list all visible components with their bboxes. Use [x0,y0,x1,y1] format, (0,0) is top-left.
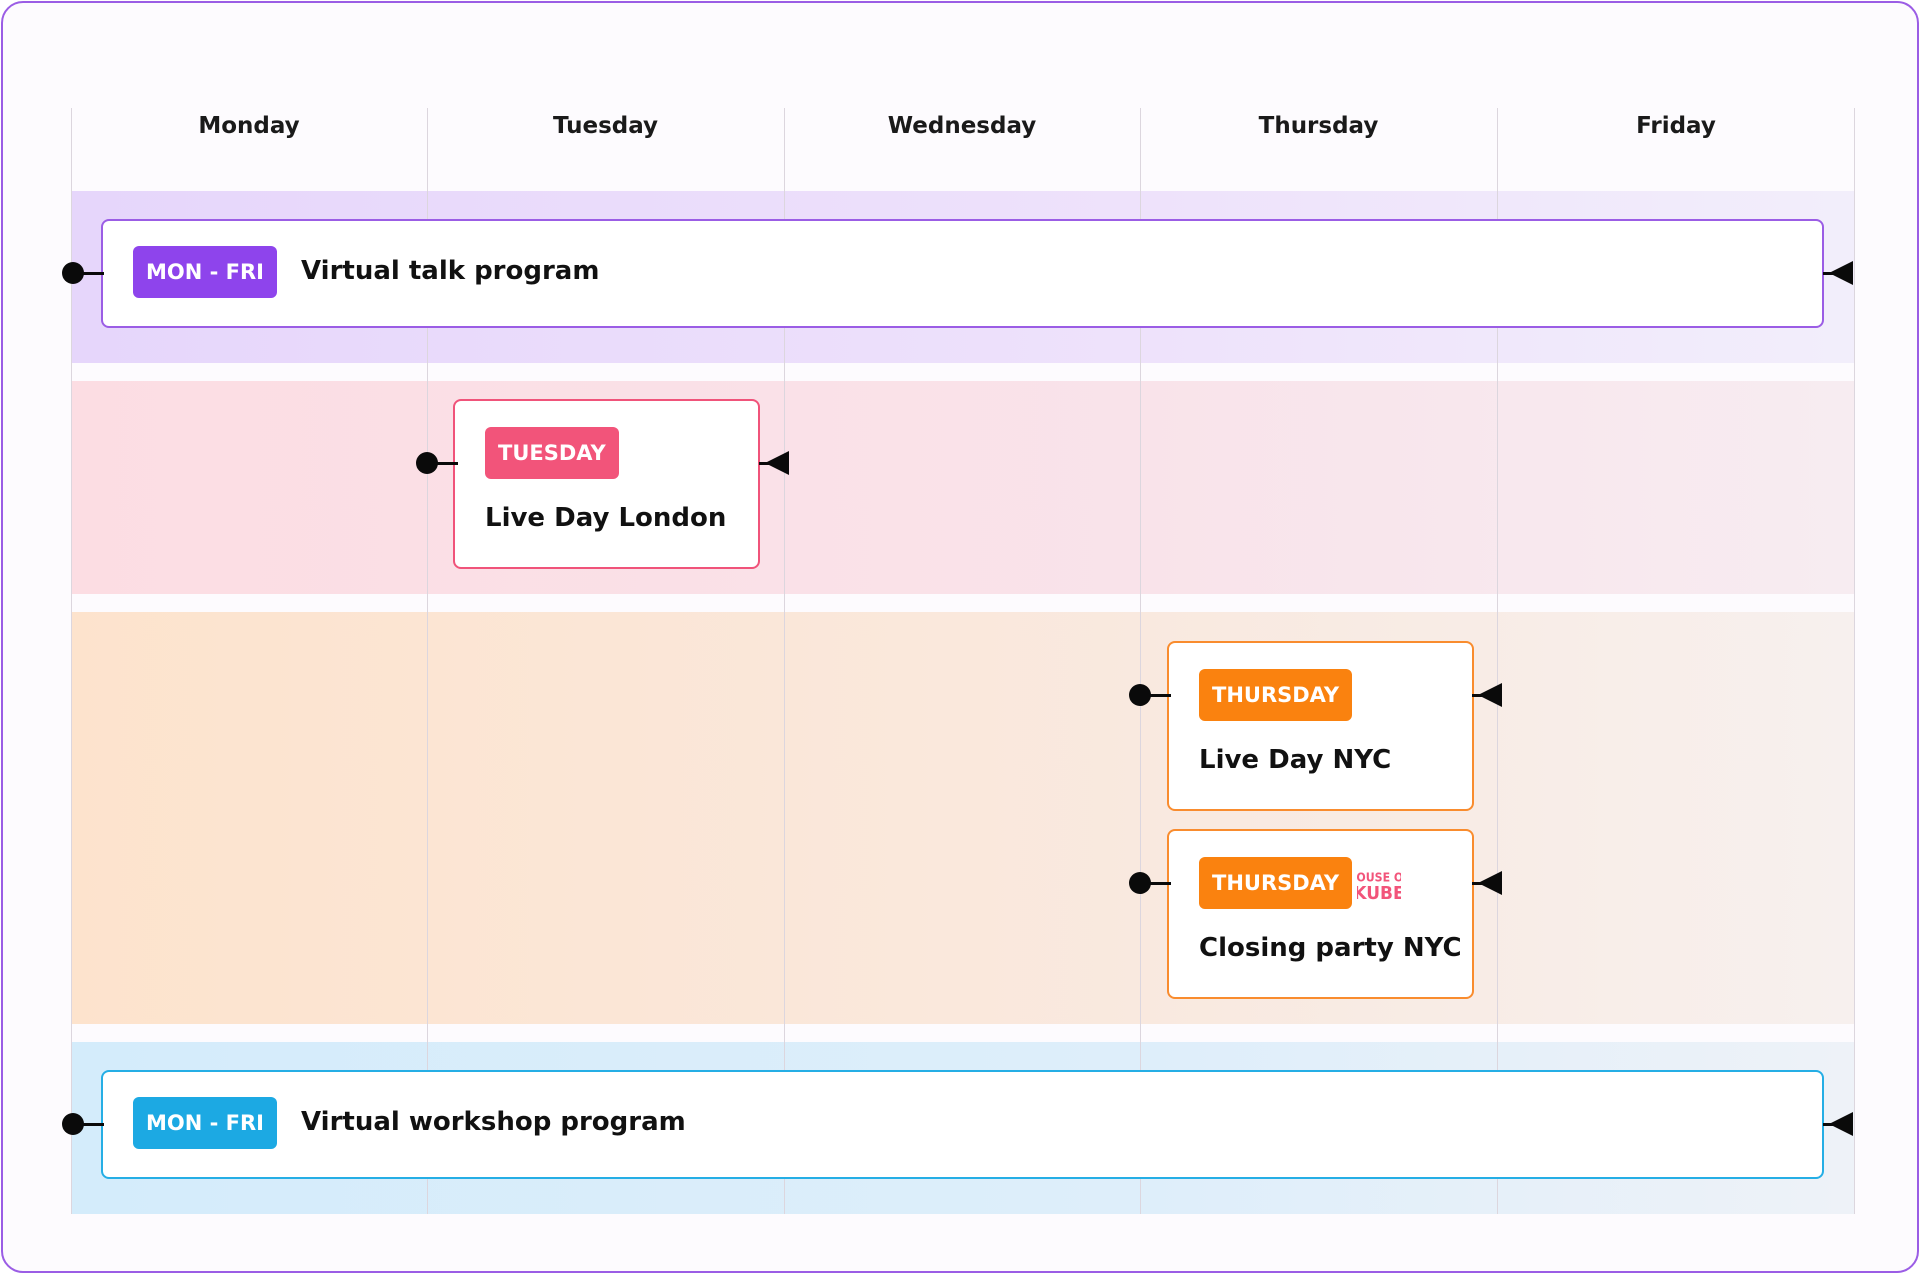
svg-text:KUBE: KUBE [1357,883,1401,903]
band-london [71,381,1855,594]
house-of-kube-logo: HOUSE OF KUBE [1357,870,1401,904]
event-card-virtual-workshop[interactable]: MON - FRI Virtual workshop program [101,1070,1824,1179]
band-nyc [71,612,1855,1024]
event-title: Live Day NYC [1199,745,1392,775]
event-card-live-day-london[interactable]: TUESDAY Live Day London [453,399,760,569]
event-badge: MON - FRI [133,246,277,298]
column-divider [1854,108,1855,1214]
event-badge: THURSDAY [1199,669,1353,721]
day-header-wednesday: Wednesday [887,113,1037,139]
day-header-friday: Friday [1636,113,1716,139]
event-card-closing-party-nyc[interactable]: THURSDAY HOUSE OF KUBE Closing party NYC [1167,829,1474,999]
dot-connector-icon [62,1113,104,1135]
event-title: Closing party NYC [1199,933,1462,963]
triangle-arrow-icon [759,451,789,475]
column-divider [1497,108,1498,1214]
event-title: Live Day London [485,503,727,533]
day-header-monday: Monday [198,113,300,139]
column-divider [71,108,72,1214]
event-title: Virtual talk program [301,256,600,286]
triangle-arrow-icon [1823,261,1853,285]
week-grid: Monday Tuesday Wednesday Thursday Friday… [62,108,1855,1214]
dot-connector-icon [1129,872,1171,894]
event-badge: MON - FRI [133,1097,277,1149]
column-divider [784,108,785,1214]
column-divider [1140,108,1141,1214]
triangle-arrow-icon [1472,871,1502,895]
event-badge: TUESDAY [485,427,619,479]
triangle-arrow-icon [1472,683,1502,707]
logo-text: HOUSE OF [1357,870,1401,885]
event-card-live-day-nyc[interactable]: THURSDAY Live Day NYC [1167,641,1474,811]
day-header-tuesday: Tuesday [552,113,659,139]
dot-connector-icon [416,452,458,474]
event-badge: THURSDAY [1199,857,1353,909]
dot-connector-icon [62,262,104,284]
dot-connector-icon [1129,684,1171,706]
triangle-arrow-icon [1823,1112,1853,1136]
event-title: Virtual workshop program [301,1107,686,1137]
day-header-thursday: Thursday [1258,113,1379,139]
event-card-virtual-talk[interactable]: MON - FRI Virtual talk program [101,219,1824,328]
column-divider [427,108,428,1214]
